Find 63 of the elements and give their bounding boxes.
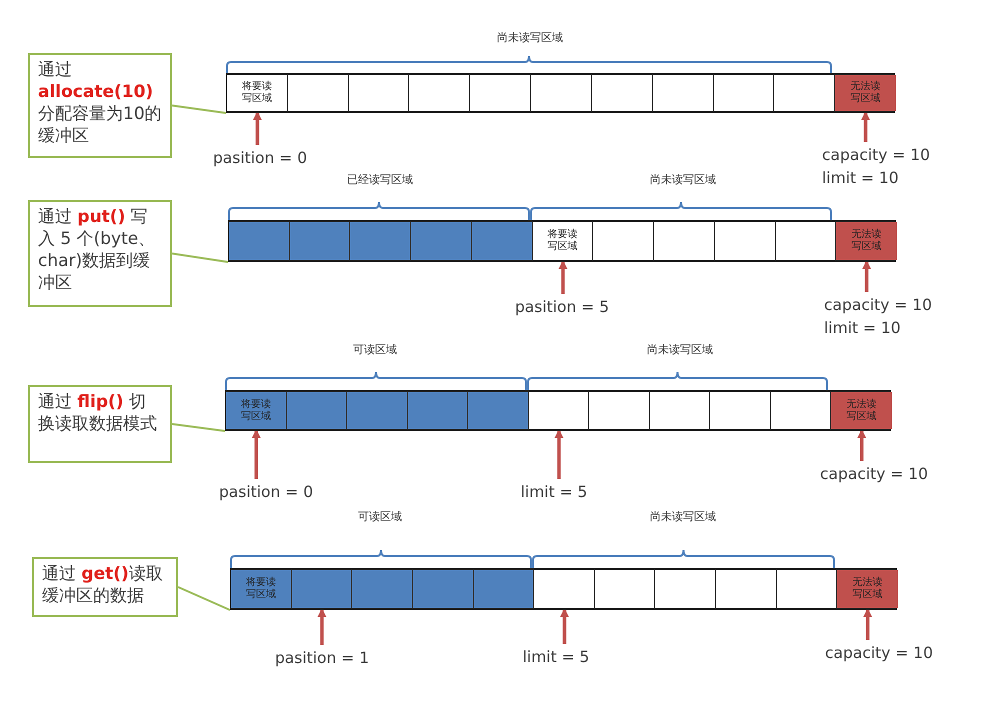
callout-box: [28, 200, 172, 307]
leader-line: [172, 423, 226, 432]
cell-label: 将要读写区域: [240, 398, 272, 422]
buffer-cell: [836, 222, 897, 260]
callout-text: 通过 put() 写入 5 个(byte、char)数据到缓冲区: [38, 206, 156, 294]
region-label: 尚未读写区域: [650, 172, 716, 187]
cell-label: 将要读写区域: [244, 577, 277, 601]
buffer-cell: [227, 75, 288, 111]
pointer-label: pasition = 0: [218, 481, 314, 504]
pointer-label: capacity = 10: [822, 145, 930, 166]
arrow: [252, 111, 262, 145]
buffer-bar: [228, 220, 896, 262]
region-label: 尚未读写区域: [497, 30, 563, 45]
arrow: [317, 608, 326, 645]
buffer-bar: [230, 568, 897, 610]
callout-text: 通过allocate(10)分配容量为10的缓冲区: [38, 59, 162, 148]
arrow: [558, 260, 568, 294]
leader-line: [178, 586, 230, 611]
cell-label: 无法读写区域: [846, 398, 878, 422]
buffer-cell: [532, 222, 594, 260]
buffer-cell: [837, 570, 898, 608]
buffer-cell: [831, 392, 892, 429]
cell-label: 无法读写区域: [852, 577, 884, 601]
arrow: [560, 608, 569, 644]
pointer-label: pasition = 0: [212, 147, 308, 170]
buffer-cell: [226, 392, 287, 429]
callout-text: 通过 flip() 切换读取数据模式: [38, 391, 158, 436]
pointer-label: capacity = 10: [820, 463, 928, 486]
cell-label: 将要读写区域: [546, 229, 578, 253]
arrow: [863, 608, 872, 640]
leader-line: [172, 252, 228, 263]
callout-box: [32, 557, 178, 617]
pointer-label: limit = 10: [824, 318, 902, 339]
region-label: 尚未读写区域: [647, 342, 713, 357]
callout-box: [28, 53, 172, 158]
callout-text: 通过 get()读取缓冲区的数据: [42, 563, 164, 608]
buffer-bar: [226, 73, 895, 113]
pointer-label: capacity = 10: [824, 295, 932, 316]
buffer-bar: [225, 390, 891, 431]
arrow: [862, 260, 872, 292]
region-label: 可读区域: [358, 509, 402, 524]
buffer-cell: [231, 570, 292, 608]
pointer-label: pasition = 5: [514, 296, 610, 319]
callout-box: [28, 385, 172, 463]
pointer-label: limit = 5: [522, 646, 590, 669]
cell-label: 无法读写区域: [850, 229, 883, 253]
arrow: [554, 429, 564, 479]
buffer-cell: [292, 570, 352, 608]
region-label: 可读区域: [353, 342, 397, 357]
pointer-label: limit = 5: [520, 481, 588, 504]
arrow: [252, 429, 261, 479]
cell-label: 无法读写区域: [850, 81, 882, 105]
region-label: 尚未读写区域: [650, 509, 716, 524]
buffer-cell: [528, 392, 590, 429]
arrow: [861, 111, 870, 142]
pointer-label: pasition = 1: [274, 647, 370, 670]
buffer-cell: [835, 75, 896, 111]
pointer-label: limit = 10: [822, 168, 900, 189]
arrow: [857, 429, 866, 461]
pointer-label: capacity = 10: [825, 642, 934, 665]
cell-label: 将要读写区域: [240, 81, 273, 105]
region-label: 已经读写区域: [347, 172, 413, 187]
leader-line: [172, 104, 226, 114]
